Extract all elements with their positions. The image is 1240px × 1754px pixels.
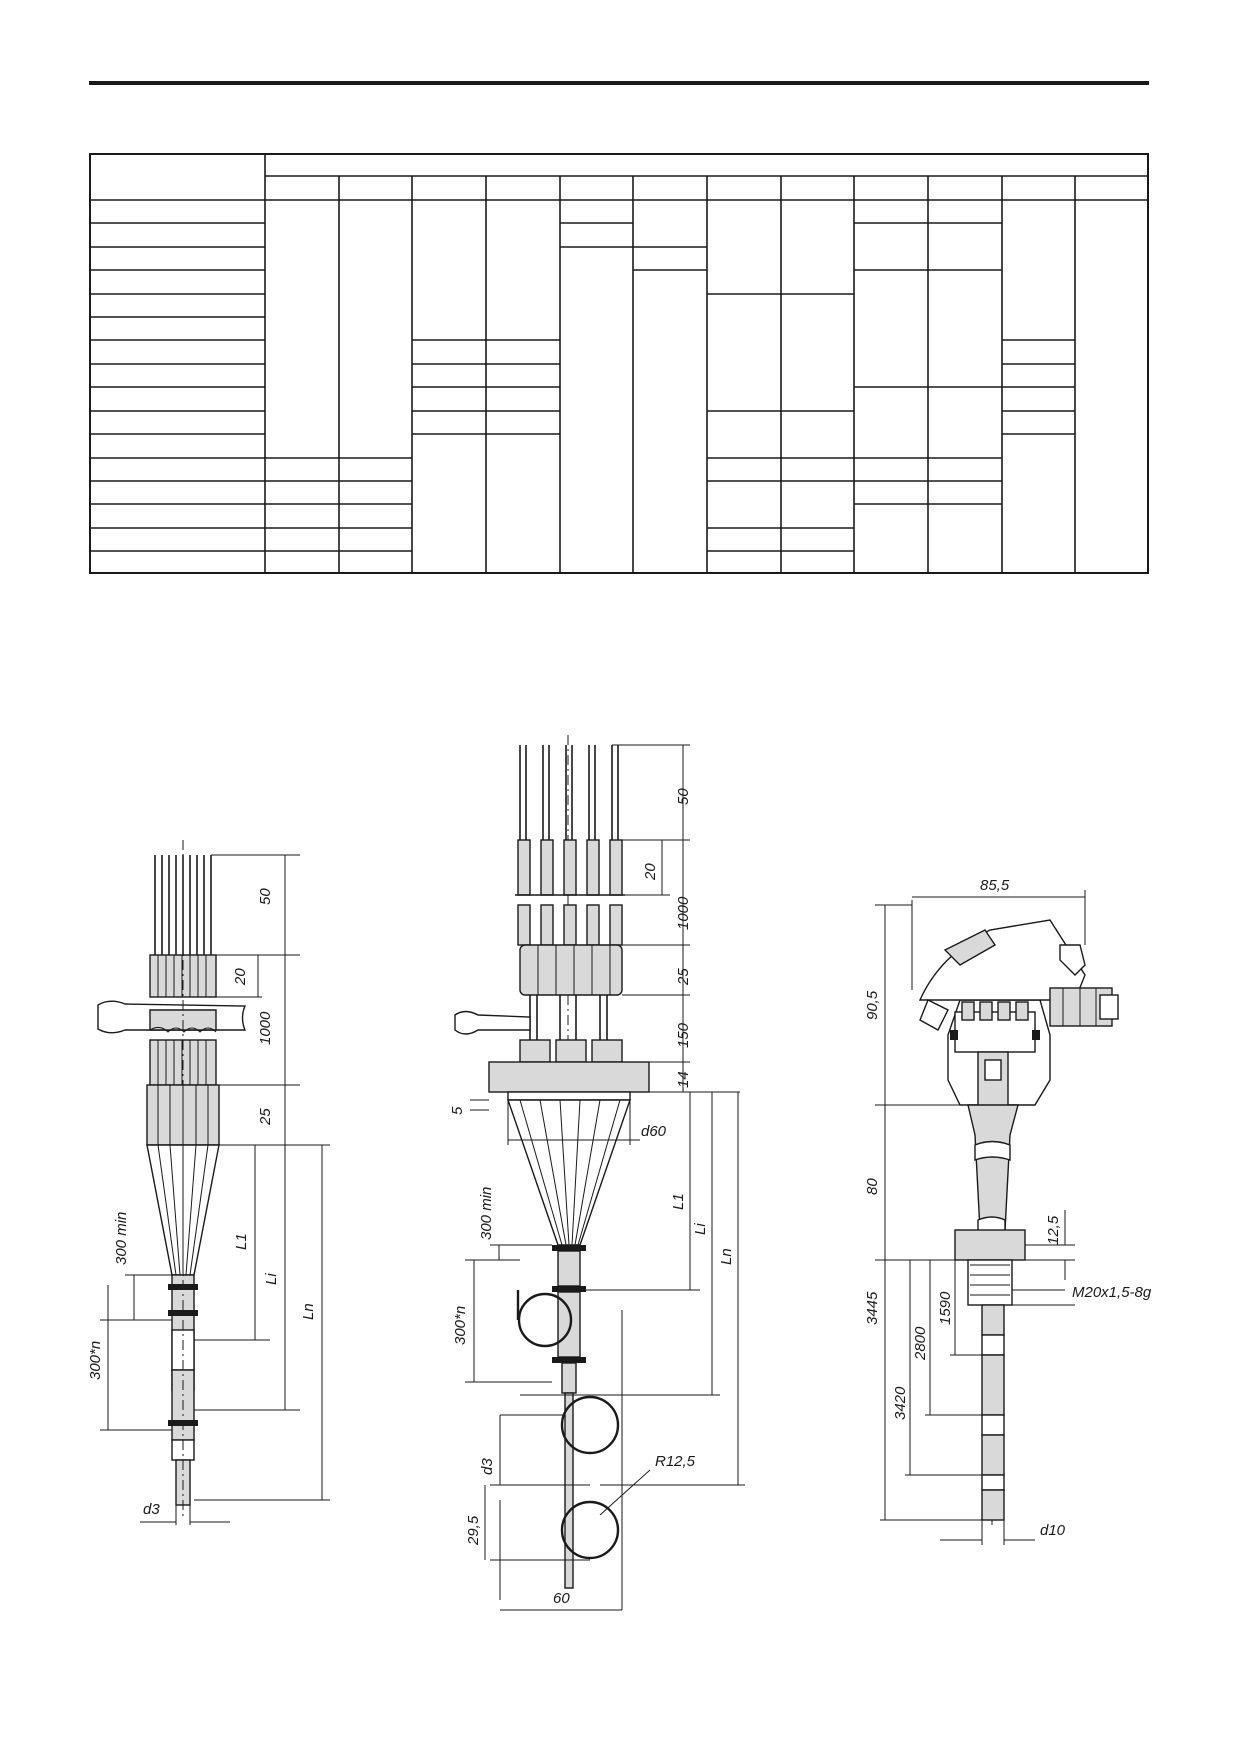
mid-dim-300n: 300*n (452, 1306, 469, 1345)
left-dim-ln: Ln (300, 1303, 317, 1320)
left-drawing: 50 20 1000 25 L1 Li Ln 300 min 300*n d3 (87, 840, 330, 1525)
left-dim-1000: 1000 (257, 1011, 274, 1045)
left-dim-20: 20 (232, 968, 249, 986)
middle-drawing: 50 20 1000 25 150 14 5 d60 L1 Li Ln 300 … (449, 735, 745, 1611)
mid-dim-295: 29,5 (465, 1515, 482, 1546)
right-dim-3445: 3445 (864, 1291, 881, 1325)
mid-dim-150: 150 (675, 1022, 692, 1048)
mid-dim-50: 50 (675, 788, 692, 805)
mid-dim-d3: d3 (479, 1458, 496, 1475)
left-dim-300n: 300*n (87, 1341, 104, 1380)
right-dim-905: 90,5 (864, 990, 881, 1020)
mid-dim-60: 60 (553, 1590, 570, 1607)
right-dim-80: 80 (864, 1178, 881, 1195)
mid-dim-14: 14 (675, 1071, 692, 1088)
right-dim-d10: d10 (1040, 1522, 1066, 1539)
mid-dim-1000: 1000 (675, 896, 692, 930)
technical-drawings: 50 20 1000 25 L1 Li Ln 300 min 300*n d3 (87, 735, 1152, 1611)
left-dim-li: Li (263, 1273, 280, 1285)
mid-dim-25: 25 (675, 968, 692, 986)
mid-dim-li: Li (692, 1223, 709, 1235)
mid-dim-20: 20 (642, 863, 659, 881)
right-dim-855: 85,5 (980, 877, 1010, 894)
header-rule (89, 81, 1149, 85)
right-dim-3420: 3420 (892, 1386, 909, 1420)
mid-dim-r125: R12,5 (655, 1453, 696, 1470)
specification-table (89, 153, 1149, 574)
left-dim-25: 25 (257, 1108, 274, 1126)
left-dim-d3: d3 (143, 1501, 160, 1518)
left-dim-300min: 300 min (113, 1212, 130, 1265)
right-dim-thread: M20x1,5-8g (1072, 1284, 1152, 1301)
right-dim-1590: 1590 (937, 1291, 954, 1325)
mid-dim-ln: Ln (718, 1248, 735, 1265)
left-dim-50: 50 (257, 888, 274, 905)
right-dim-125: 12,5 (1045, 1215, 1062, 1245)
right-drawing: 85,5 90,5 80 12,5 M20x1,5-8g 3445 3420 2… (864, 877, 1152, 1545)
mid-dim-d60: d60 (641, 1123, 667, 1140)
right-dim-2800: 2800 (912, 1326, 929, 1361)
mid-dim-l1: L1 (670, 1193, 687, 1210)
mid-dim-5: 5 (449, 1106, 466, 1115)
mid-dim-300min: 300 min (478, 1187, 495, 1240)
left-dim-l1: L1 (233, 1233, 250, 1250)
